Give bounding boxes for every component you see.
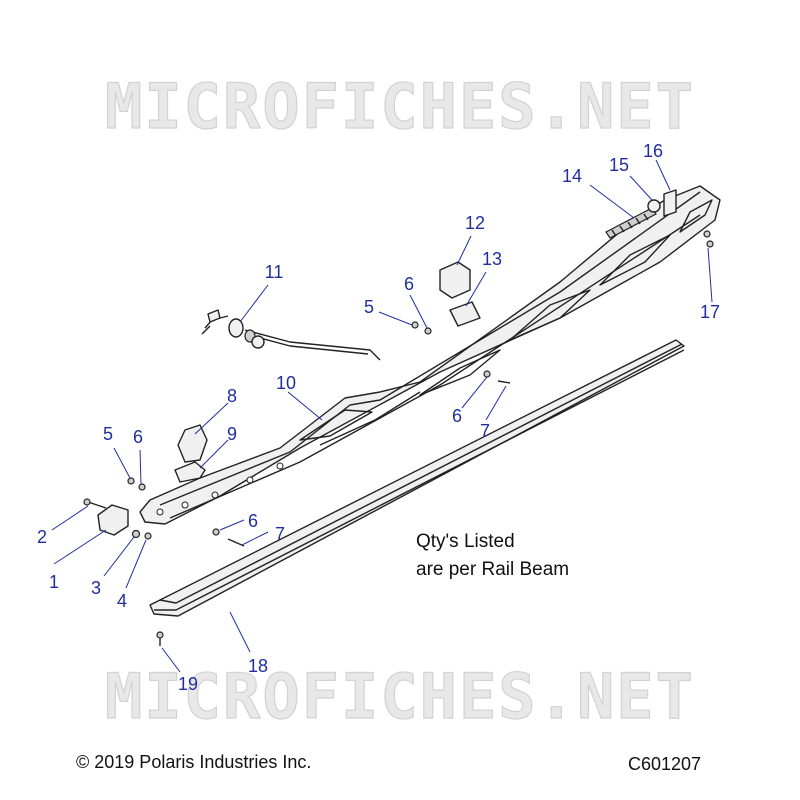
callout-6-lower: 6: [248, 511, 258, 531]
callout-2: 2: [37, 527, 47, 547]
callout-8: 8: [227, 386, 237, 406]
callout-6-front: 6: [133, 427, 143, 447]
watermark-top: MICROFICHES.NET: [105, 70, 695, 143]
leader-lines: [51, 159, 713, 673]
diagram-code: C601207: [628, 754, 702, 774]
block-12: [439, 261, 471, 299]
callout-12: 12: [465, 213, 485, 233]
suspension-rod: [201, 309, 381, 361]
callout-9: 9: [227, 424, 237, 444]
callout-17: 17: [700, 302, 720, 322]
pad-13: [449, 301, 481, 327]
callout-15: 15: [609, 155, 629, 175]
bracket-9: [174, 461, 206, 483]
plate-16: [663, 189, 677, 217]
callout-19: 19: [178, 674, 198, 694]
callout-5-mid: 5: [364, 297, 374, 317]
quantity-note-line-2: are per Rail Beam: [416, 559, 570, 580]
copyright-text: © 2019 Polaris Industries Inc.: [76, 752, 312, 772]
front-cap-1: [97, 504, 129, 536]
callout-6-rear: 6: [452, 406, 462, 426]
slide-rail: [149, 339, 685, 617]
hardware: [83, 230, 714, 646]
callout-5-front: 5: [103, 424, 113, 444]
threaded-rod-14: [605, 207, 657, 239]
callout-7-lower: 7: [275, 524, 285, 544]
callout-3: 3: [91, 578, 101, 598]
callout-13: 13: [482, 249, 502, 269]
nut-15: [647, 199, 661, 213]
callout-numbers: 1 2 3 4 5 5 6 6 6 6 7 7 8 9 10 11 12 13 …: [37, 141, 720, 694]
callout-4: 4: [117, 591, 127, 611]
quantity-note-line-1: Qty's Listed: [416, 531, 515, 552]
callout-10: 10: [276, 373, 296, 393]
quantity-note: Qty's Listed are per Rail Beam: [416, 528, 569, 584]
watermark-bottom: MICROFICHES.NET: [105, 660, 695, 733]
bumper-8: [177, 424, 208, 463]
callout-7-rear: 7: [480, 421, 490, 441]
callout-18: 18: [248, 656, 268, 676]
callout-6-top: 6: [404, 274, 414, 294]
callout-11: 11: [265, 262, 284, 282]
callout-14: 14: [562, 166, 582, 186]
callout-1: 1: [49, 572, 59, 592]
callout-16: 16: [643, 141, 663, 161]
rail-beam: [139, 185, 721, 525]
